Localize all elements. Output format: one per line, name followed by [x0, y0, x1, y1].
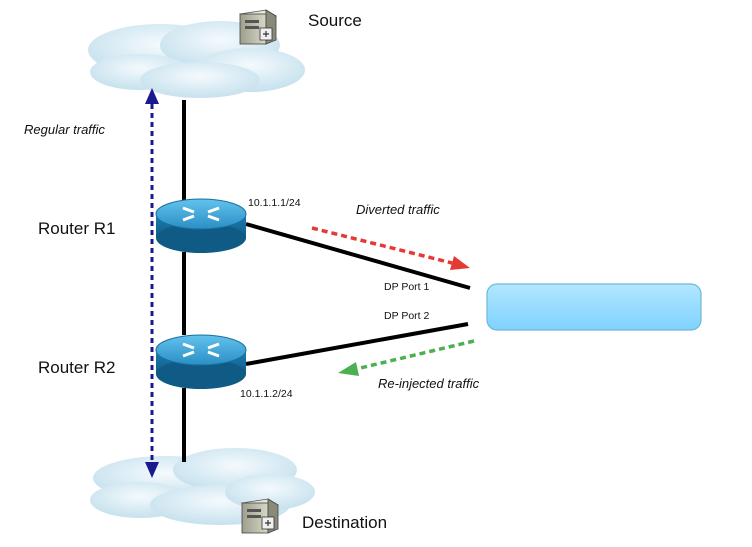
reinjected-traffic-arrow	[338, 339, 475, 376]
dp-port1-label: DP Port 1	[384, 281, 429, 293]
regular-traffic-label: Regular traffic	[24, 122, 105, 137]
dp-port2-label: DP Port 2	[384, 310, 429, 322]
router-r1-icon	[155, 198, 247, 253]
dp-box	[486, 283, 702, 331]
diverted-traffic-label: Diverted traffic	[356, 202, 440, 217]
destination-label: Destination	[302, 513, 387, 532]
r2-ip-label: 10.1.1.2/24	[240, 388, 293, 400]
diverted-traffic-arrow	[311, 226, 470, 270]
destination-cloud	[90, 448, 315, 525]
link-r2-dp-port2	[245, 322, 469, 366]
reinjected-traffic-label: Re-injected traffic	[378, 376, 480, 391]
link-r1-dp-port1	[245, 222, 471, 290]
source-server-icon	[238, 9, 278, 45]
destination-server-icon	[240, 498, 280, 534]
source-label: Source	[308, 11, 362, 30]
r1-ip-label: 10.1.1.1/24	[248, 197, 301, 209]
router-r2-label: Router R2	[38, 358, 115, 377]
router-r2-icon	[155, 334, 247, 389]
regular-traffic-arrow	[145, 88, 159, 478]
router-r1-label: Router R1	[38, 219, 115, 238]
